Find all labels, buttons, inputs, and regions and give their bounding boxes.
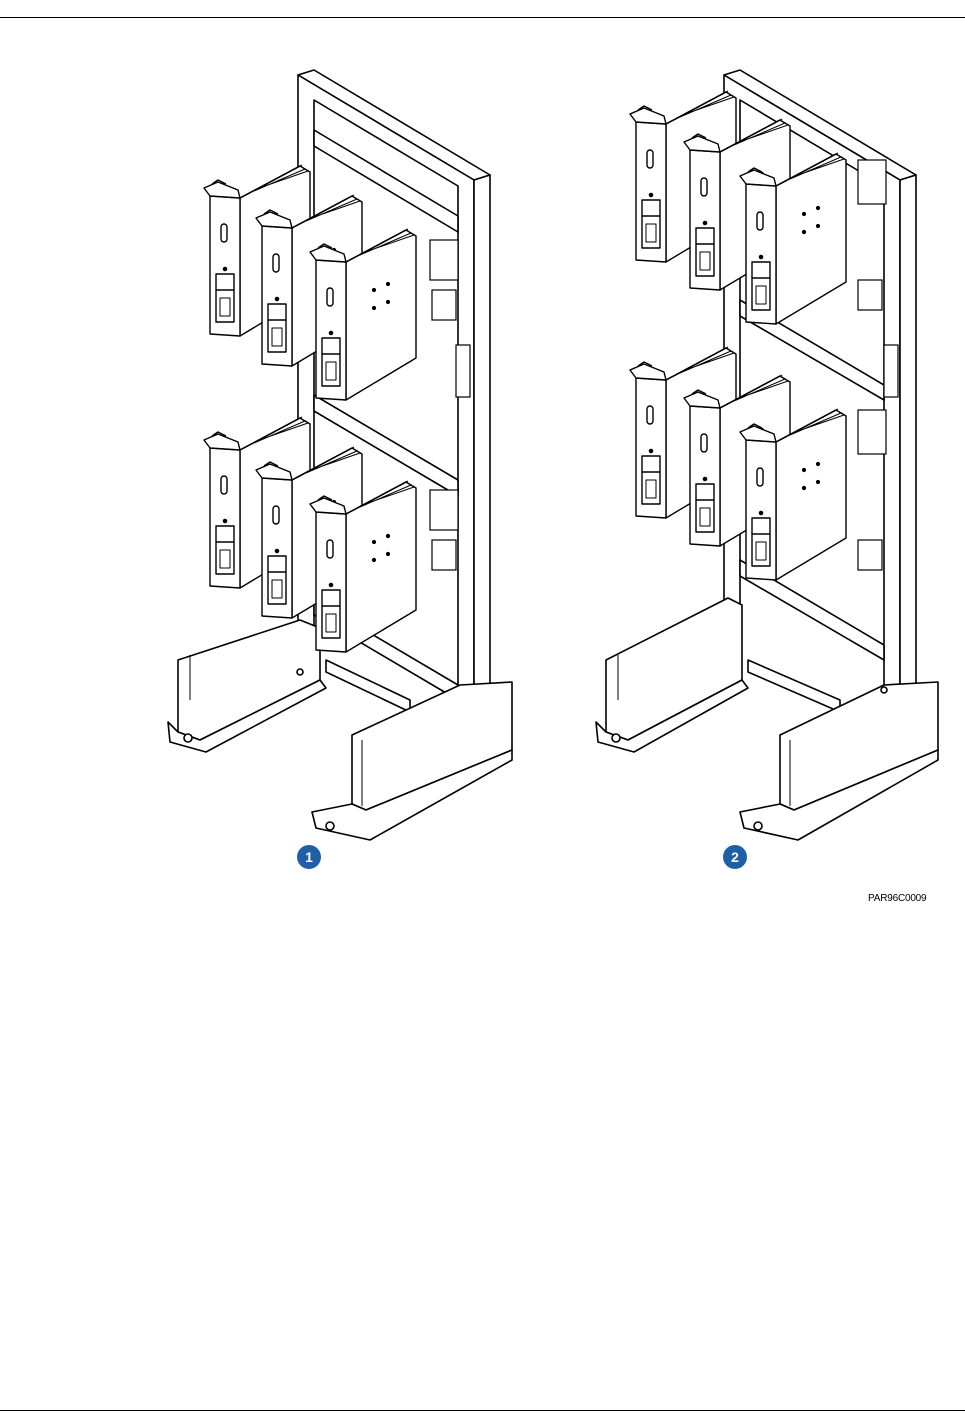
rack-right: [596, 70, 938, 840]
footer-rule: [0, 1410, 965, 1411]
board-module-icon: [740, 409, 846, 580]
figure-id: PAR96C0009: [868, 893, 926, 904]
rack-left: [168, 70, 512, 840]
callout-2: 2: [723, 845, 747, 869]
callout-1: 1: [297, 845, 321, 869]
rack-installation-figure: 1 2: [0, 0, 965, 900]
board-module-icon: [310, 481, 416, 652]
board-module-icon: [310, 229, 416, 400]
board-module-icon: [740, 153, 846, 324]
callout-1-label: 1: [305, 849, 313, 865]
callout-2-label: 2: [731, 849, 739, 865]
